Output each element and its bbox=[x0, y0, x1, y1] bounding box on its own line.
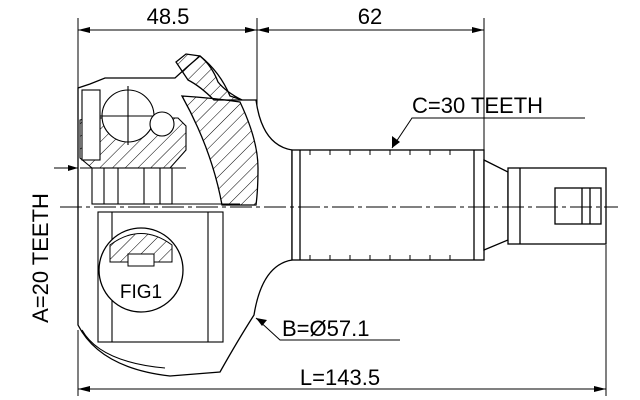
shaft bbox=[291, 149, 607, 261]
spline-ticks bbox=[309, 150, 451, 260]
arrowheads bbox=[68, 27, 606, 392]
cage-section bbox=[79, 86, 240, 369]
neck bbox=[483, 158, 509, 251]
c-teeth-label: C=30 TEETH bbox=[412, 93, 543, 118]
dim-62-label: 62 bbox=[358, 4, 382, 29]
dimension-lines bbox=[54, 18, 607, 396]
l-length-label: L=143.5 bbox=[300, 365, 380, 390]
dim-48-5-label: 48.5 bbox=[147, 4, 190, 29]
fig1-detail bbox=[98, 227, 184, 313]
b-diameter-label: B=Ø57.1 bbox=[282, 316, 369, 341]
spline-shaft bbox=[291, 149, 485, 261]
nut-slot bbox=[554, 187, 602, 225]
a-teeth-label: A=20 TEETH bbox=[28, 193, 53, 323]
boot-flange bbox=[175, 53, 243, 101]
fig1-label: FIG1 bbox=[120, 282, 162, 303]
